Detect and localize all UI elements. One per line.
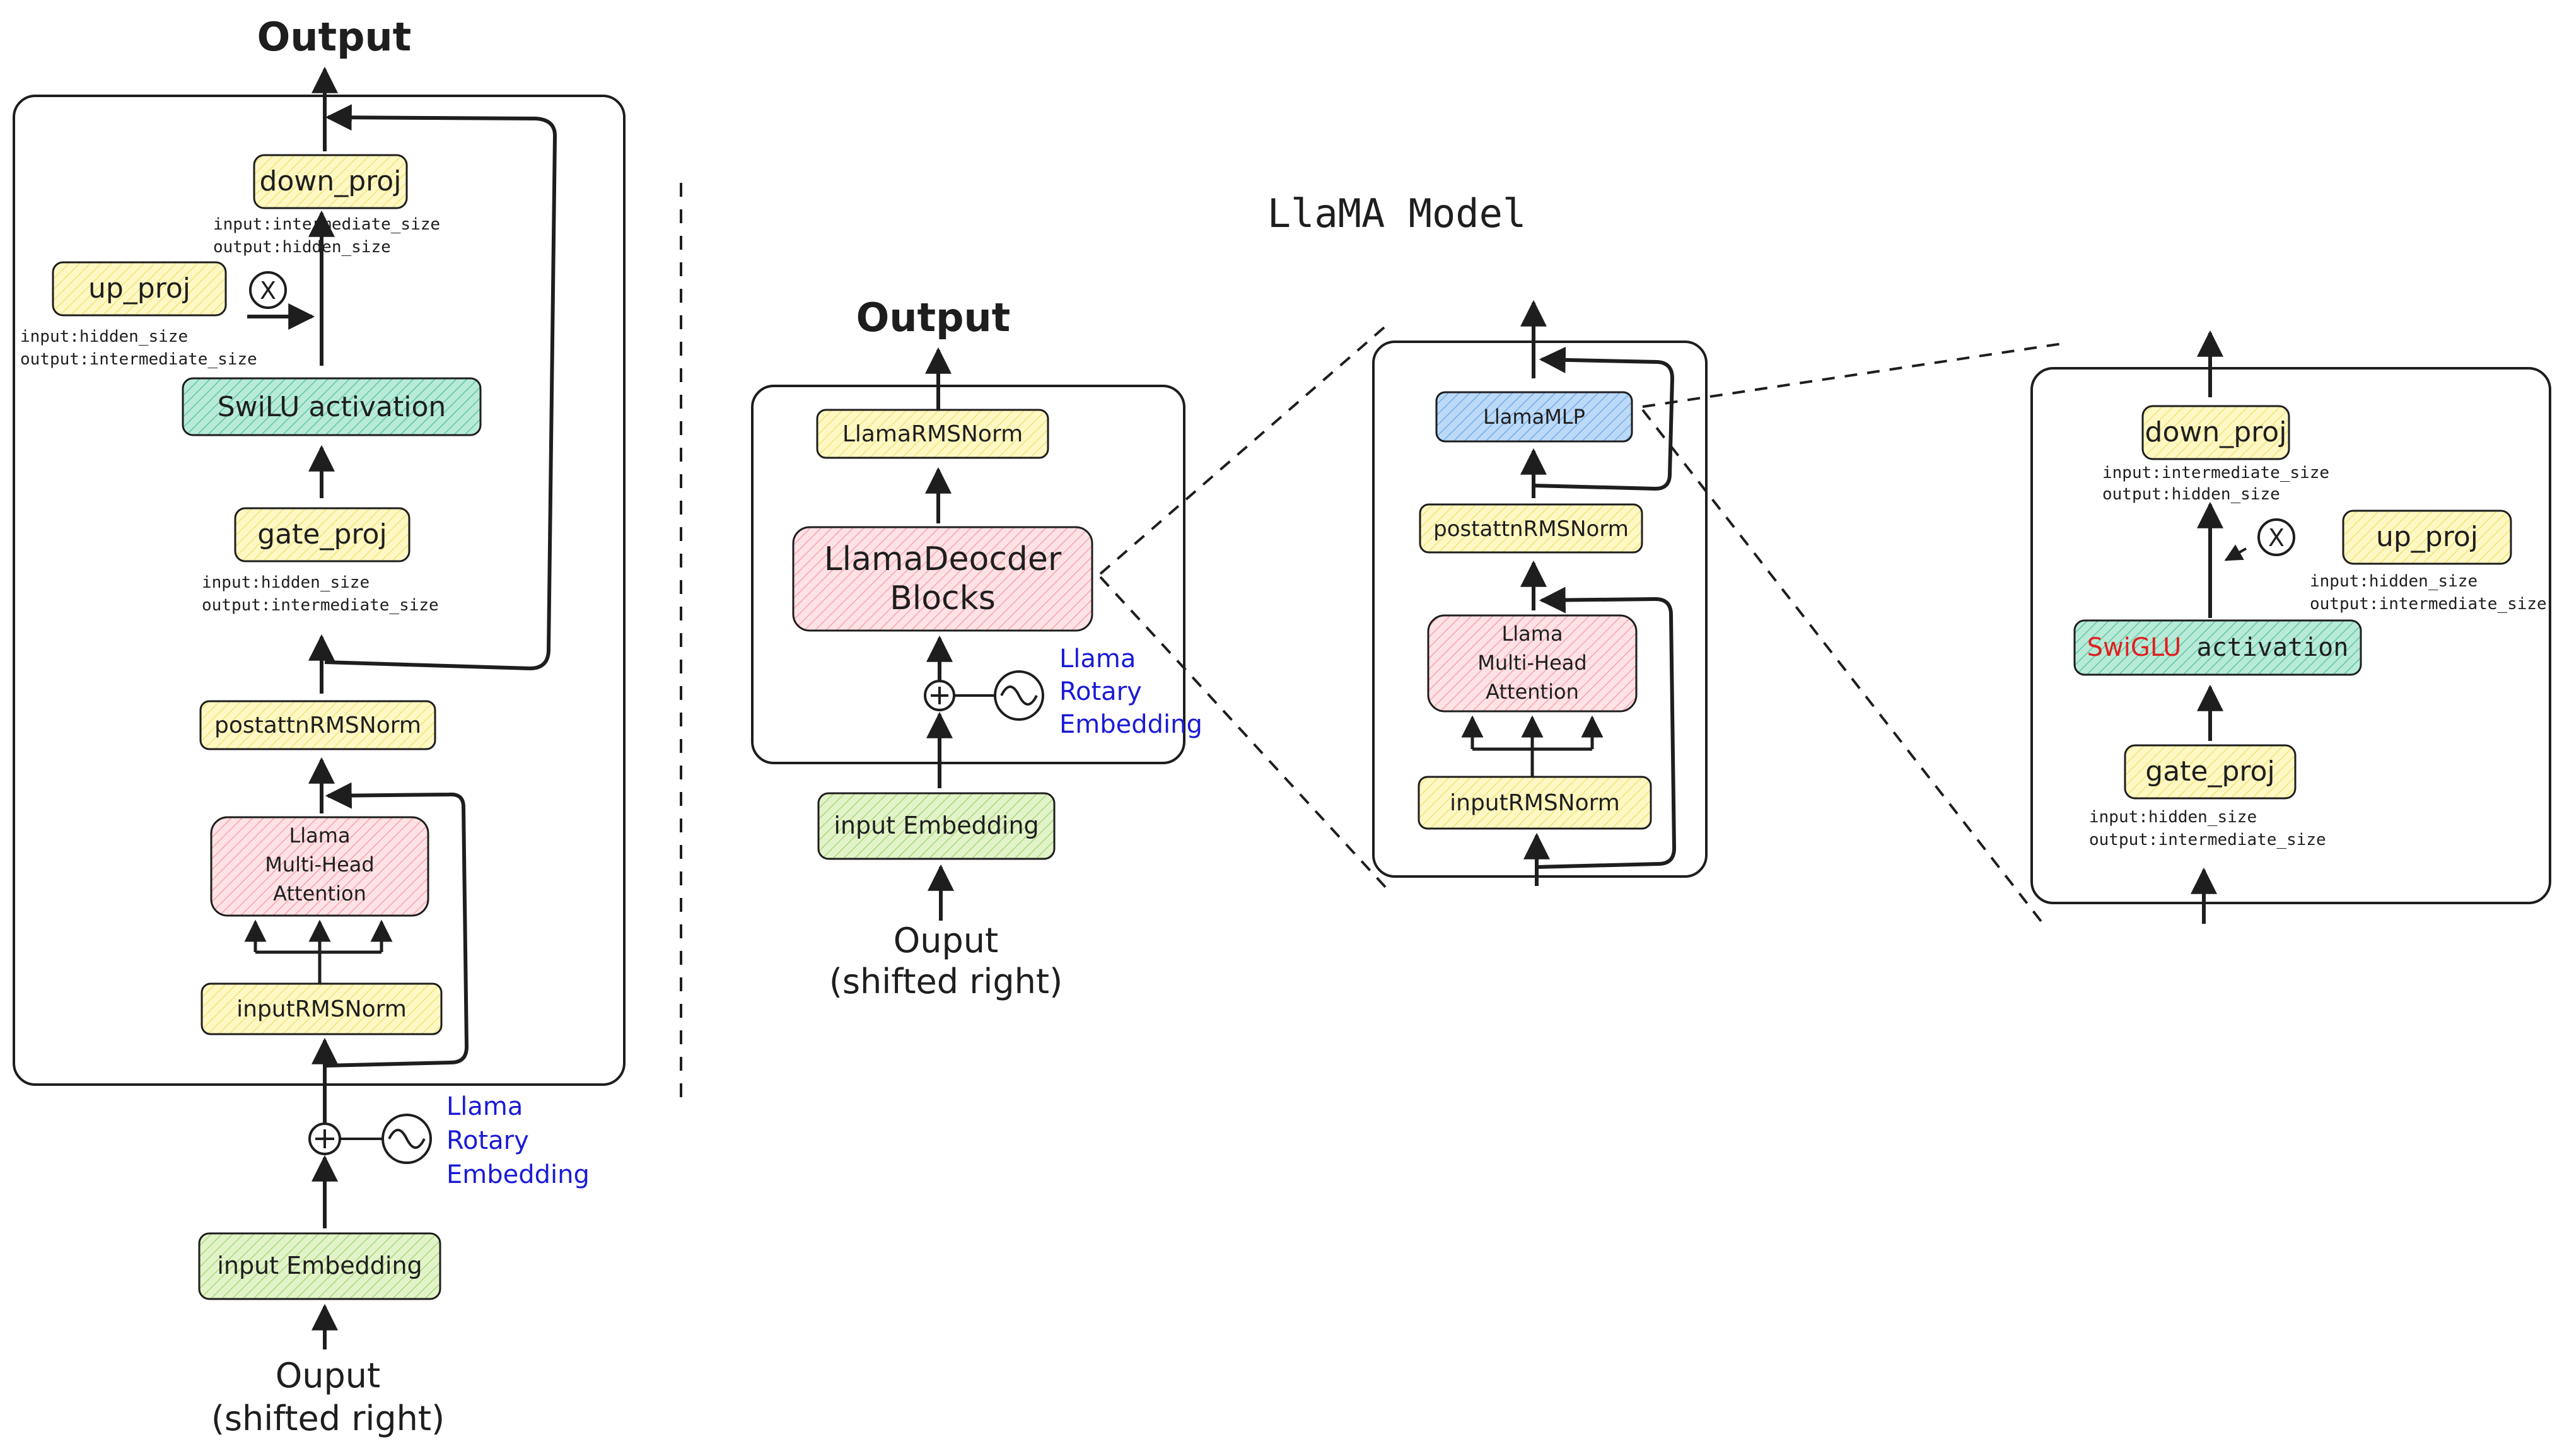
left-activation-label: SwiLU activation bbox=[218, 391, 446, 423]
block-panel: LlamaMLP postattnRMSNorm Llama Multi-Hea… bbox=[1372, 300, 1708, 886]
left-sine-icon bbox=[381, 1114, 432, 1164]
zoom-line-decoder-bottom bbox=[1099, 576, 1389, 890]
left-gate-proj-output: output:intermediate_size bbox=[202, 596, 439, 615]
block-mlp-box bbox=[1435, 391, 1633, 443]
mlp-multiply-arrow bbox=[2224, 544, 2247, 561]
left-up-proj-box bbox=[52, 261, 227, 317]
left-down-proj-input: input:intermediate_size bbox=[213, 215, 440, 234]
middle-input-line2: (shifted right) bbox=[829, 962, 1063, 1001]
middle-decoder-line2: Blocks bbox=[890, 579, 996, 617]
left-panel: Output down_proj input:intermediate_size… bbox=[13, 14, 626, 1438]
left-up-proj-label: up_proj bbox=[88, 272, 190, 305]
left-embedding-label: input Embedding bbox=[217, 1252, 422, 1279]
middle-decoder-box bbox=[792, 526, 1093, 632]
left-attention-box bbox=[210, 816, 429, 917]
block-attention-line1: Llama bbox=[1501, 622, 1563, 646]
middle-rotary-line1: Llama bbox=[1059, 644, 1136, 673]
left-input-norm-box bbox=[201, 982, 443, 1035]
left-gate-proj-input: input:hidden_size bbox=[202, 573, 370, 592]
left-attention-line3: Attention bbox=[273, 882, 366, 906]
block-input-norm-label: inputRMSNorm bbox=[1450, 790, 1620, 816]
left-rotary-line3: Embedding bbox=[446, 1160, 590, 1189]
left-up-proj-output: output:intermediate_size bbox=[20, 350, 257, 369]
left-multiply-label: X bbox=[260, 277, 276, 305]
block-input-norm-box bbox=[1418, 776, 1652, 830]
block-attention-box bbox=[1427, 614, 1638, 713]
middle-sine-icon bbox=[994, 670, 1044, 721]
middle-model-frame bbox=[751, 385, 1185, 764]
mlp-gate-proj-output: output:intermediate_size bbox=[2089, 830, 2326, 849]
left-decoder-frame bbox=[13, 95, 626, 1086]
mlp-gate-proj-label: gate_proj bbox=[2145, 755, 2274, 788]
zoom-line-mlp-bottom bbox=[1641, 409, 2044, 925]
mlp-up-proj-input: input:hidden_size bbox=[2310, 572, 2478, 591]
left-input-norm-label: inputRMSNorm bbox=[236, 996, 407, 1022]
middle-decoder-line1: LlamaDeocder bbox=[824, 540, 1062, 578]
left-rotary-line2: Rotary bbox=[446, 1126, 529, 1155]
mlp-gate-proj-input: input:hidden_size bbox=[2089, 808, 2257, 827]
left-down-proj-output: output:hidden_size bbox=[213, 238, 391, 257]
mlp-detail-frame bbox=[2030, 367, 2551, 904]
mlp-multiply-icon bbox=[2257, 518, 2295, 556]
block-mlp-residual-path bbox=[1533, 346, 1675, 491]
mlp-activation-box bbox=[2073, 619, 2362, 676]
mlp-activation-prefix: SwiGLU bbox=[2087, 633, 2182, 662]
mlp-activation-label: SwiGLU activation bbox=[2087, 633, 2349, 662]
middle-final-norm-box bbox=[816, 409, 1049, 459]
zoom-line-decoder-top bbox=[1099, 323, 1389, 575]
left-rotary-line1: Llama bbox=[446, 1092, 523, 1121]
mlp-down-proj-output: output:hidden_size bbox=[2102, 485, 2280, 504]
left-gate-proj-label: gate_proj bbox=[257, 518, 387, 550]
block-mlp-label: LlamaMLP bbox=[1483, 405, 1585, 429]
left-attention-line2: Multi-Head bbox=[265, 853, 374, 877]
block-attention-line2: Multi-Head bbox=[1477, 651, 1587, 675]
block-post-norm-label: postattnRMSNorm bbox=[1433, 516, 1629, 542]
left-embedding-box bbox=[198, 1232, 441, 1300]
left-activation-box bbox=[182, 377, 482, 436]
mlp-down-proj-label: down_proj bbox=[2145, 416, 2287, 448]
left-post-norm-label: postattnRMSNorm bbox=[214, 713, 421, 738]
zoom-line-mlp-top bbox=[1642, 342, 2063, 408]
mlp-gate-proj-box bbox=[2124, 744, 2297, 800]
left-output-label: Output bbox=[257, 14, 412, 60]
mlp-activation-suffix: activation bbox=[2181, 633, 2348, 662]
left-input-line2: (shifted right) bbox=[211, 1399, 445, 1438]
mlp-down-proj-box bbox=[2141, 405, 2290, 460]
mlp-up-proj-label: up_proj bbox=[2376, 521, 2478, 553]
block-attn-residual-path bbox=[1536, 586, 1677, 869]
left-post-norm-box bbox=[199, 700, 436, 750]
middle-embedding-box bbox=[817, 792, 1056, 860]
middle-input-line1: Ouput bbox=[894, 921, 998, 960]
left-input-line1: Ouput bbox=[276, 1356, 380, 1395]
left-mlp-residual-path bbox=[324, 104, 557, 671]
middle-rotary-line3: Embedding bbox=[1059, 710, 1202, 739]
middle-sine-wave bbox=[1000, 685, 1038, 706]
block-frame bbox=[1372, 341, 1708, 878]
mlp-up-proj-output: output:intermediate_size bbox=[2310, 595, 2547, 614]
diagram-title: LlaMA Model bbox=[1267, 190, 1527, 236]
left-attention-line1: Llama bbox=[289, 824, 350, 847]
middle-embedding-label: input Embedding bbox=[834, 812, 1039, 839]
mlp-detail-panel: down_proj input:intermediate_size output… bbox=[2030, 330, 2551, 924]
left-sine-wave bbox=[388, 1129, 426, 1149]
mlp-multiply-label: X bbox=[2268, 524, 2285, 552]
middle-output-label: Output bbox=[856, 294, 1011, 341]
mlp-up-proj-box bbox=[2342, 510, 2512, 565]
left-gate-proj-box bbox=[234, 507, 411, 562]
middle-final-norm-label: LlamaRMSNorm bbox=[842, 421, 1023, 447]
mlp-down-proj-input: input:intermediate_size bbox=[2102, 463, 2329, 482]
left-multiply-icon bbox=[249, 271, 287, 309]
left-up-proj-input: input:hidden_size bbox=[20, 327, 188, 346]
left-down-proj-label: down_proj bbox=[260, 165, 402, 197]
left-attn-residual-path bbox=[324, 782, 469, 1068]
middle-rotary-line2: Rotary bbox=[1059, 677, 1142, 706]
block-attention-line3: Attention bbox=[1486, 680, 1579, 704]
block-post-norm-box bbox=[1419, 503, 1643, 554]
middle-panel: Output LlamaRMSNorm LlamaDeocder Blocks … bbox=[751, 294, 1202, 1001]
left-down-proj-box bbox=[253, 154, 408, 209]
